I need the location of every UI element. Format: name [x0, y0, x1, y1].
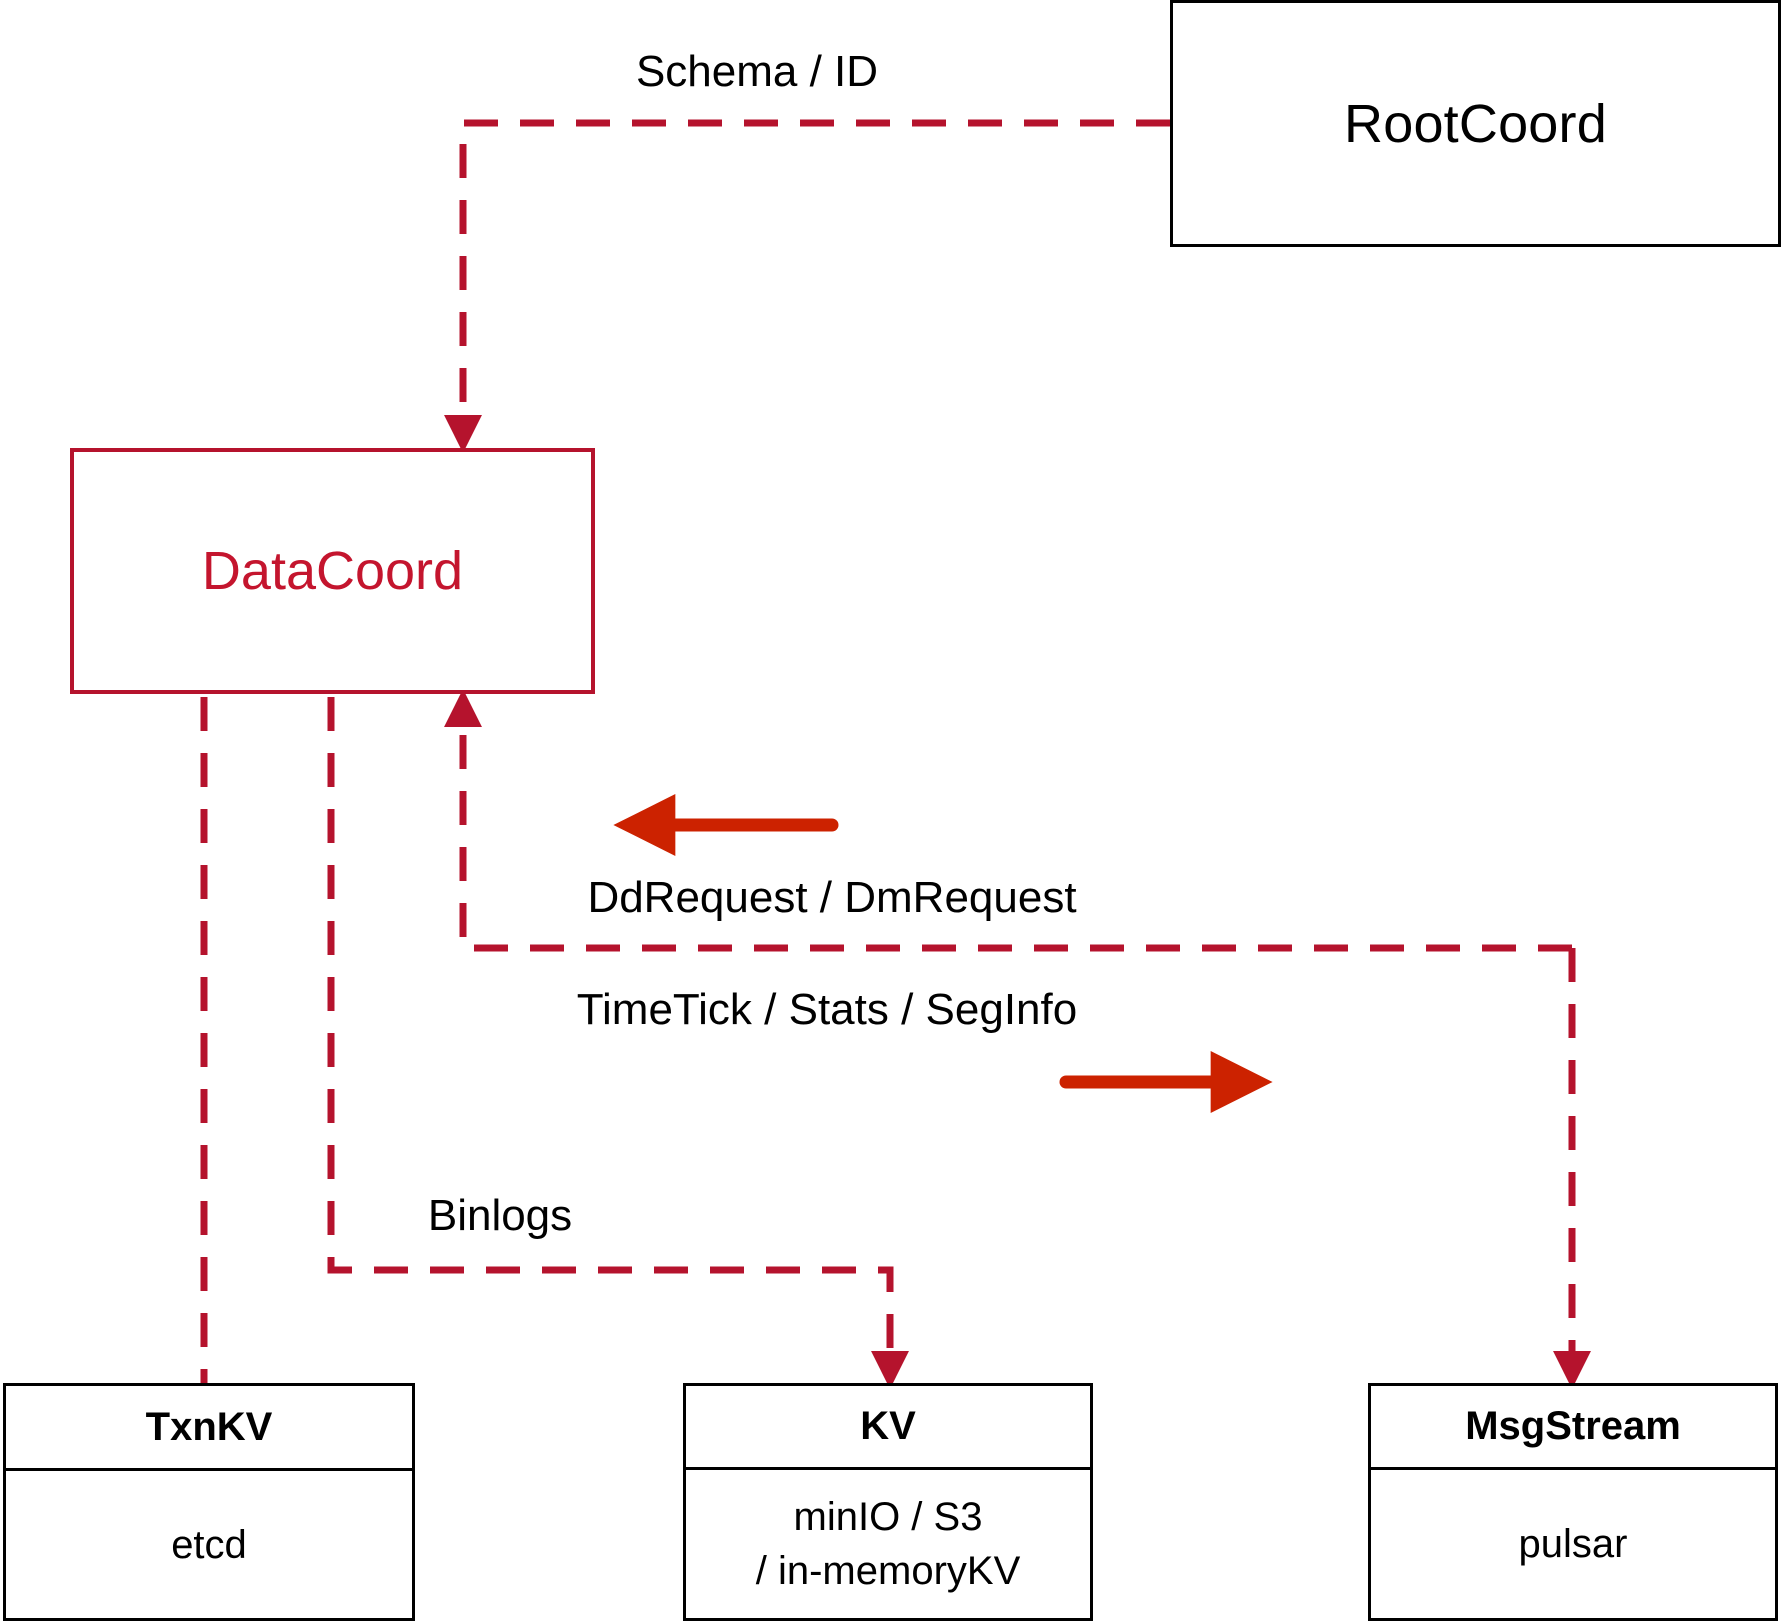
node-kv[interactable]: KV minIO / S3 / in-memoryKV: [683, 1383, 1093, 1621]
edge-label-schema-id: Schema / ID: [635, 47, 879, 96]
node-msgstream-body: pulsar: [1371, 1470, 1775, 1618]
edge-binlogs: [327, 697, 909, 1389]
edge-schema-id: [444, 119, 1170, 453]
node-kv-body-line-1: minIO / S3: [793, 1495, 983, 1539]
edge-label-timetick-stats-seginfo: TimeTick / Stats / SegInfo: [576, 985, 1078, 1034]
node-msgstream-body-line-1: pulsar: [1518, 1522, 1628, 1566]
node-kv-body: minIO / S3 / in-memoryKV: [686, 1470, 1090, 1618]
node-txnkv-body-line-1: etcd: [171, 1522, 247, 1567]
node-rootcoord[interactable]: RootCoord: [1170, 0, 1781, 247]
edge-label-ddrequest-dmrequest: DdRequest / DmRequest: [587, 873, 1077, 922]
edge-label-binlogs: Binlogs: [427, 1191, 573, 1240]
node-datacoord[interactable]: DataCoord: [70, 448, 595, 694]
node-txnkv[interactable]: TxnKV etcd: [3, 1383, 415, 1621]
node-msgstream-header: MsgStream: [1371, 1386, 1775, 1470]
node-txnkv-header: TxnKV: [6, 1386, 412, 1471]
node-datacoord-title: DataCoord: [201, 541, 464, 601]
node-msgstream[interactable]: MsgStream pulsar: [1368, 1383, 1778, 1621]
edge-ddrequest-dmrequest: [444, 689, 1572, 952]
node-rootcoord-title: RootCoord: [1344, 93, 1607, 154]
node-txnkv-body: etcd: [6, 1471, 412, 1618]
node-kv-header: KV: [686, 1386, 1090, 1470]
node-kv-body-line-2: / in-memoryKV: [755, 1549, 1021, 1593]
